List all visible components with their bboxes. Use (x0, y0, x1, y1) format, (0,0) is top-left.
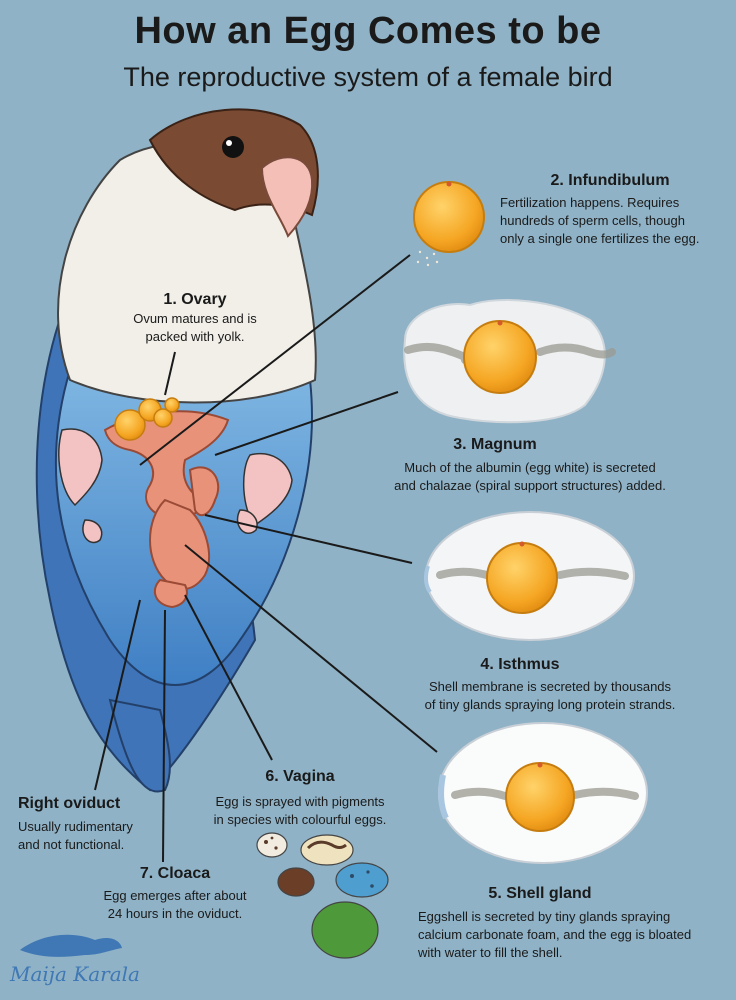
artist-signature: Maija Karala (10, 962, 140, 986)
shell-gland-desc-1: Eggshell is secreted by tiny glands spra… (418, 909, 671, 924)
cloaca-desc-2: 24 hours in the oviduct. (107, 906, 243, 921)
page-title: How an Egg Comes to be (134, 10, 602, 52)
cloaca-desc-1: Egg emerges after about (103, 888, 247, 903)
infundibulum-desc-2: hundreds of sperm cells, though (500, 213, 685, 228)
infundibulum-desc-3: only a single one fertilizes the egg. (500, 231, 700, 246)
colourful-eggs (256, 832, 389, 959)
page-subtitle: The reproductive system of a female bird (123, 62, 613, 92)
magnum-egg (403, 299, 616, 424)
shell-gland-heading: 5. Shell gland (488, 885, 592, 902)
shell-gland-desc-3: with water to fill the shell. (418, 945, 563, 960)
right-oviduct-desc-2: and not functional. (18, 837, 125, 852)
magnum-heading: 3. Magnum (453, 436, 537, 453)
ovary-desc-2: packed with yolk. (145, 329, 245, 344)
ovary-heading: 1. Ovary (163, 291, 227, 308)
magnum-desc-1: Much of the albumin (egg white) is secre… (404, 460, 656, 475)
vagina-desc-2: in species with colourful eggs. (213, 812, 387, 827)
isthmus-heading: 4. Isthmus (480, 656, 560, 673)
isthmus-desc-1: Shell membrane is secreted by thousands (428, 679, 672, 694)
vagina-desc-1: Egg is sprayed with pigments (215, 794, 385, 809)
isthmus-desc-2: of tiny glands spraying long protein str… (424, 697, 676, 712)
ovary-desc-1: Ovum matures and is (133, 311, 257, 326)
right-oviduct-heading: Right oviduct (18, 795, 121, 812)
shell-gland-egg (438, 722, 648, 864)
isthmus-egg (423, 511, 635, 641)
infundibulum-desc-1: Fertilization happens. Requires (500, 195, 680, 210)
infundibulum-yolk (413, 181, 485, 267)
signature-lizard (20, 934, 122, 957)
cloaca-heading: 7. Cloaca (139, 865, 211, 882)
infundibulum-heading: 2. Infundibulum (550, 172, 670, 189)
ovary-yolks (114, 397, 180, 441)
shell-gland-desc-2: calcium carbonate foam, and the egg is b… (418, 927, 692, 942)
magnum-desc-2: and chalazae (spiral support structures)… (394, 478, 666, 493)
leader-lines (94, 254, 438, 863)
vagina-heading: 6. Vagina (265, 768, 335, 785)
right-oviduct-desc-1: Usually rudimentary (18, 819, 133, 834)
